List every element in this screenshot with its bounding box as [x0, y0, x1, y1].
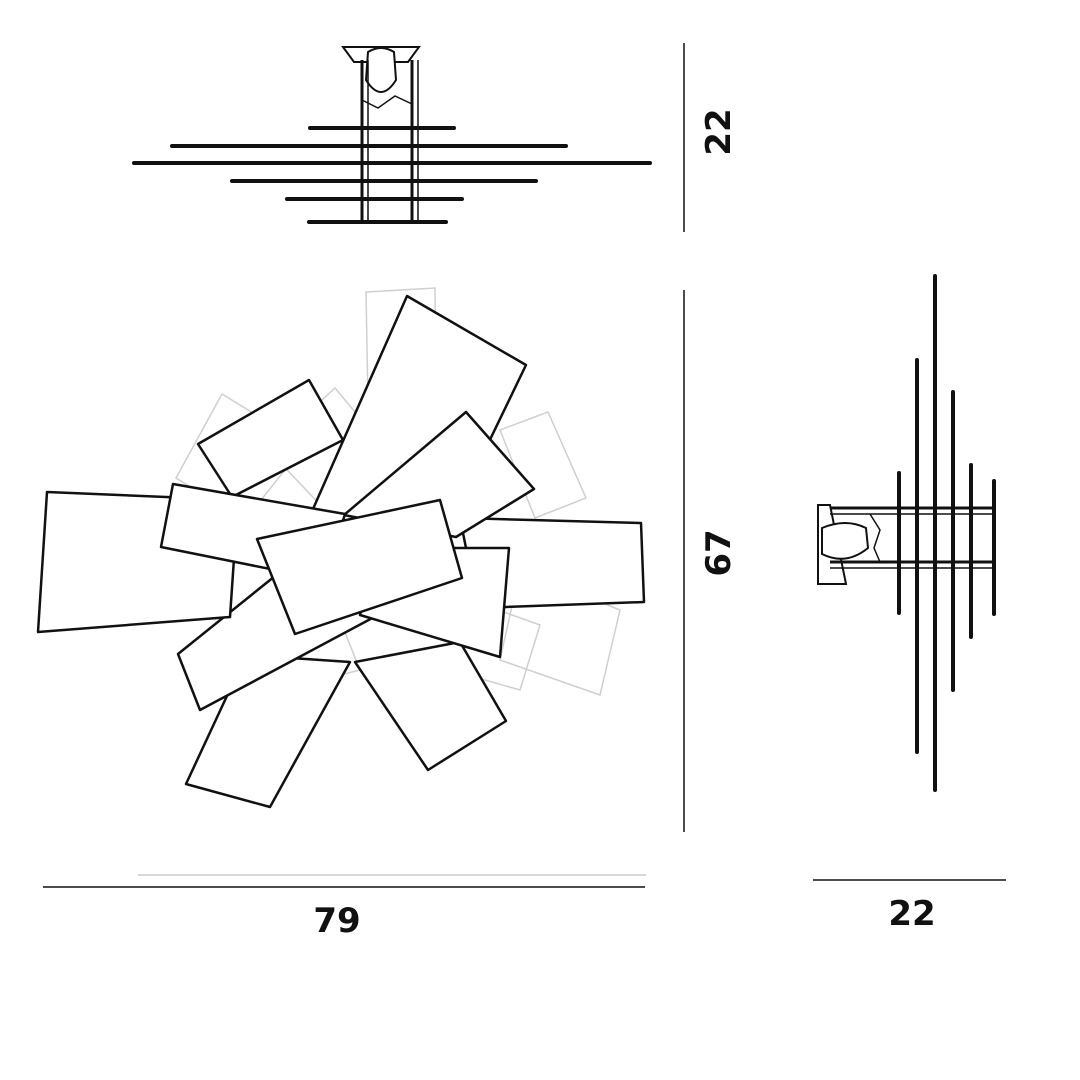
side-bulb [821, 522, 870, 560]
top-height-label: 22 [699, 108, 739, 155]
top-rod-bracket [361, 95, 413, 109]
front-height-label: 67 [699, 529, 739, 576]
front-width-label: 79 [313, 901, 360, 941]
front-blades [36, 294, 646, 809]
blade-lower-left-tall[interactable] [184, 653, 352, 809]
front-view [36, 287, 646, 809]
top-bulb [364, 47, 398, 93]
blade-lower-mid[interactable] [353, 640, 508, 772]
blade-center-front[interactable] [255, 498, 464, 636]
side-view [817, 274, 996, 792]
blade-upper-left[interactable] [196, 378, 345, 499]
side-rod-bracket [869, 513, 881, 563]
top-view [132, 46, 652, 224]
side-width-label: 22 [888, 894, 935, 934]
